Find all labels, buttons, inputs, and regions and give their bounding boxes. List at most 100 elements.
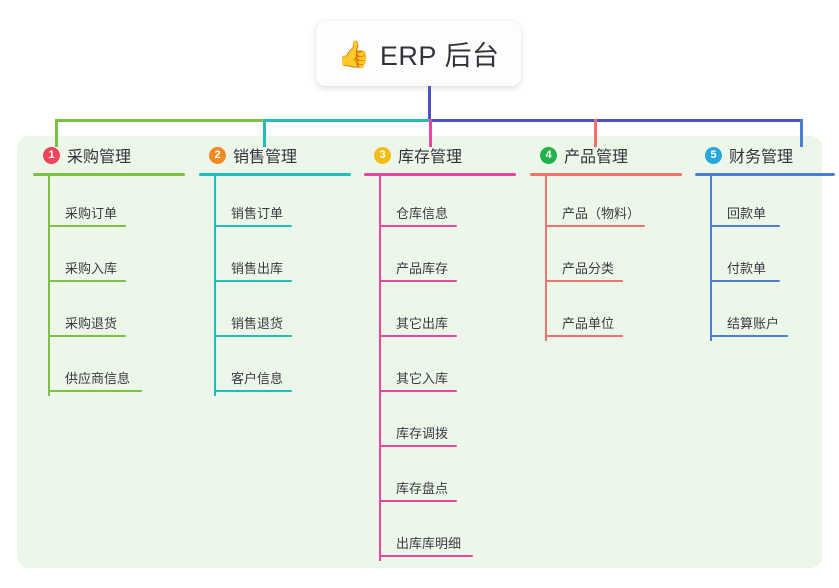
branch-item-list-1: 采购订单采购入库采购退货供应商信息 xyxy=(33,176,185,396)
branch-spine xyxy=(545,176,547,341)
branch-number-badge: 1 xyxy=(43,146,60,164)
branch-item-label: 仓库信息 xyxy=(396,206,449,221)
branch-item-list-2: 销售订单销售出库销售退货客户信息 xyxy=(199,176,351,396)
branch-item-rule xyxy=(379,390,457,392)
branch-item-rule xyxy=(214,335,292,337)
branch-header-rule xyxy=(199,173,351,176)
branch-item-label: 库存调拨 xyxy=(396,426,449,441)
branch-header-rule xyxy=(33,173,185,176)
branch-item-rule xyxy=(48,280,126,282)
root-node-erp-backend[interactable]: 👍 ERP 后台 xyxy=(316,21,521,86)
branch-item-label: 产品（物料） xyxy=(562,206,641,221)
branch-item-rule xyxy=(379,555,473,557)
branch-item-rule xyxy=(710,335,788,337)
branch-title: 销售管理 xyxy=(233,149,298,166)
branch-item[interactable]: 销售退货 xyxy=(199,286,351,341)
branch-item[interactable]: 采购入库 xyxy=(33,231,185,286)
branch-drop-connector-4 xyxy=(594,119,597,147)
branch-item-label: 回款单 xyxy=(727,206,767,221)
branch-item-rule xyxy=(545,335,623,337)
branch-number-badge: 2 xyxy=(209,146,226,164)
branch-item-label: 销售出库 xyxy=(231,261,284,276)
branch-item-label: 产品库存 xyxy=(396,261,449,276)
branch-item-label: 结算账户 xyxy=(727,316,780,331)
branch-item[interactable]: 产品单位 xyxy=(530,286,682,341)
bus-segment-2 xyxy=(263,119,432,122)
bus-segment-3 xyxy=(429,119,803,122)
branch-spine xyxy=(379,176,381,561)
root-stem-connector xyxy=(428,86,431,121)
branch-item[interactable]: 库存盘点 xyxy=(364,451,516,506)
branch-item-label: 采购入库 xyxy=(65,261,118,276)
branch-item-list-4: 产品（物料） 产品分类产品单位 xyxy=(530,176,682,341)
branch-spine xyxy=(214,176,216,396)
branch-header-2[interactable]: 2 销售管理 xyxy=(199,143,351,167)
branch-item-rule xyxy=(214,390,292,392)
branch-item[interactable]: 其它入库 xyxy=(364,341,516,396)
branch-item-rule xyxy=(379,335,457,337)
branch-drop-connector-2 xyxy=(263,119,266,147)
branch-item[interactable]: 客户信息 xyxy=(199,341,351,396)
branch-item[interactable]: 销售出库 xyxy=(199,231,351,286)
branch-item[interactable]: 供应商信息 xyxy=(33,341,185,396)
branch-item-rule xyxy=(545,225,645,227)
branch-item-rule xyxy=(48,335,126,337)
branch-spine xyxy=(710,176,712,341)
branch-item[interactable]: 出库库明细 xyxy=(364,506,516,561)
branch-item[interactable]: 产品（物料） xyxy=(530,176,682,231)
branch-item-rule xyxy=(379,280,457,282)
branch-item-rule xyxy=(379,500,457,502)
branch-item[interactable]: 产品分类 xyxy=(530,231,682,286)
branch-item-label: 其它入库 xyxy=(396,371,449,386)
branch-item-label: 产品分类 xyxy=(562,261,615,276)
branch-item-label: 采购退货 xyxy=(65,316,118,331)
branch-header-rule xyxy=(695,173,835,176)
branch-item-rule xyxy=(379,445,457,447)
root-node-title: ERP 后台 xyxy=(379,41,500,71)
thumbs-up-icon: 👍 xyxy=(337,38,370,69)
branch-column-2[interactable]: 2 销售管理销售订单销售出库销售退货客户信息 xyxy=(199,143,351,396)
diagram-canvas xyxy=(17,136,822,568)
branch-item-label: 客户信息 xyxy=(231,371,284,386)
branch-title: 财务管理 xyxy=(729,149,794,166)
branch-item-rule xyxy=(48,225,126,227)
branch-item[interactable]: 仓库信息 xyxy=(364,176,516,231)
branch-item[interactable]: 采购退货 xyxy=(33,286,185,341)
bus-segment-1 xyxy=(55,119,266,122)
branch-item[interactable]: 采购订单 xyxy=(33,176,185,231)
branch-item-rule xyxy=(545,280,623,282)
branch-drop-connector-3 xyxy=(429,119,432,147)
branch-item-rule xyxy=(214,225,292,227)
branch-number-badge: 3 xyxy=(374,146,391,164)
branch-drop-connector-1 xyxy=(55,119,58,147)
branch-item-label: 付款单 xyxy=(727,261,767,276)
branch-spine xyxy=(48,176,50,396)
branch-item[interactable]: 回款单 xyxy=(695,176,835,231)
branch-item[interactable]: 结算账户 xyxy=(695,286,835,341)
branch-item-label: 销售退货 xyxy=(231,316,284,331)
branch-item[interactable]: 产品库存 xyxy=(364,231,516,286)
branch-number-badge: 4 xyxy=(540,146,557,164)
branch-item-label: 出库库明细 xyxy=(396,536,462,551)
branch-item[interactable]: 销售订单 xyxy=(199,176,351,231)
branch-item-label: 销售订单 xyxy=(231,206,284,221)
branch-item-rule xyxy=(48,390,142,392)
branch-item-rule xyxy=(214,280,292,282)
branch-drop-connector-5 xyxy=(800,119,803,147)
branch-item-rule xyxy=(710,280,780,282)
branch-item-label: 库存盘点 xyxy=(396,481,449,496)
branch-item[interactable]: 库存调拨 xyxy=(364,396,516,451)
branch-item[interactable]: 其它出库 xyxy=(364,286,516,341)
branch-item-list-3: 仓库信息产品库存其它出库其它入库库存调拨库存盘点出库库明细 xyxy=(364,176,516,561)
branch-item[interactable]: 付款单 xyxy=(695,231,835,286)
branch-header-rule xyxy=(364,173,516,176)
